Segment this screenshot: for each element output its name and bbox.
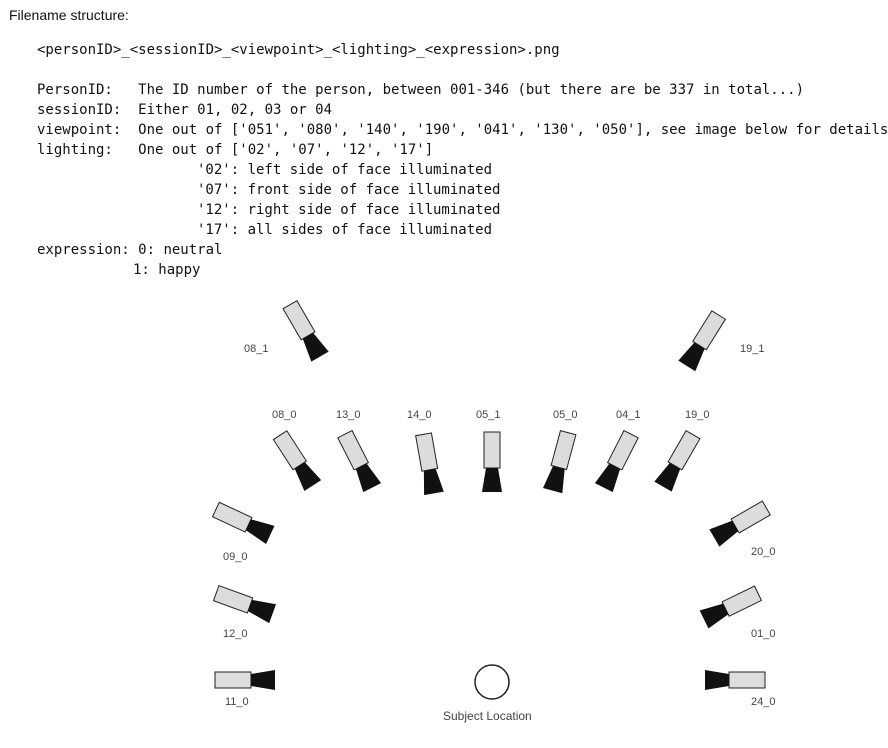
field-value: The ID number of the person, between 001…: [138, 82, 805, 98]
field-key: viewpoint:: [37, 122, 139, 138]
camera-01_0: [699, 583, 763, 630]
field-value: Either 01, 02, 03 or 04: [138, 102, 333, 118]
field-row-sessionid: sessionID: Either 01, 02, 03 or 04: [37, 100, 332, 120]
camera-12_0: [212, 583, 277, 624]
camera-label: 24_0: [751, 696, 775, 708]
lighting-option-17: '17': all sides of face illuminated: [197, 222, 493, 238]
field-key: expression:: [37, 242, 139, 258]
camera-20_0: [708, 498, 772, 548]
subject-location-marker: [474, 664, 510, 700]
lighting-option-02: '02': left side of face illuminated: [197, 162, 493, 178]
field-value: One out of ['02', '07', '12', '17']: [138, 142, 434, 158]
camera-layout-diagram: 08_1 19_1 08_0 13_0 14_0 05_1 05_0 04_1 …: [211, 299, 775, 723]
camera-19_0: [653, 429, 703, 493]
filename-structure-heading: Filename structure:: [9, 7, 129, 23]
camera-08_0: [271, 429, 322, 492]
field-row-viewpoint: viewpoint: One out of ['051', '080', '14…: [37, 120, 888, 140]
camera-label: 01_0: [751, 628, 775, 640]
camera-label: 11_0: [225, 696, 249, 708]
camera-label: 05_1: [476, 409, 500, 421]
camera-label: 12_0: [223, 628, 247, 640]
subject-location-label: Subject Location: [443, 709, 532, 723]
filename-pattern: <personID>_<sessionID>_<viewpoint>_<ligh…: [37, 42, 560, 58]
field-row-personid: PersonID: The ID number of the person, b…: [37, 80, 804, 100]
camera-14_0: [413, 432, 445, 496]
field-key: sessionID:: [37, 102, 139, 118]
camera-08_1: [280, 299, 330, 363]
lighting-option-07: '07': front side of face illuminated: [197, 182, 501, 198]
camera-24_0: [704, 669, 766, 691]
camera-label: 20_0: [751, 546, 775, 558]
field-key: lighting:: [37, 142, 139, 158]
expression-option-neutral: 0: neutral: [138, 242, 223, 258]
camera-label: 19_0: [685, 409, 709, 421]
camera-label: 08_1: [244, 343, 268, 355]
camera-19_1: [677, 309, 728, 372]
camera-05_1: [481, 431, 503, 493]
field-value: One out of ['051', '080', '140', '190', …: [138, 122, 888, 138]
camera-label: 14_0: [407, 409, 431, 421]
camera-label: 09_0: [223, 551, 247, 563]
camera-label: 13_0: [336, 409, 360, 421]
expression-option-happy: 1: happy: [133, 262, 201, 278]
camera-label: 05_0: [553, 409, 577, 421]
camera-label: 08_0: [272, 409, 296, 421]
field-row-lighting: lighting: One out of ['02', '07', '12', …: [37, 140, 433, 160]
field-row-expression: expression: 0: neutral: [37, 240, 222, 260]
camera-11_0: [214, 669, 276, 691]
field-key: PersonID:: [37, 82, 139, 98]
camera-04_1: [594, 429, 641, 493]
lighting-option-12: '12': right side of face illuminated: [197, 202, 501, 218]
camera-13_0: [335, 429, 382, 493]
camera-09_0: [211, 499, 275, 545]
camera-05_0: [542, 429, 579, 494]
camera-label: 19_1: [740, 343, 764, 355]
camera-label: 04_1: [616, 409, 640, 421]
